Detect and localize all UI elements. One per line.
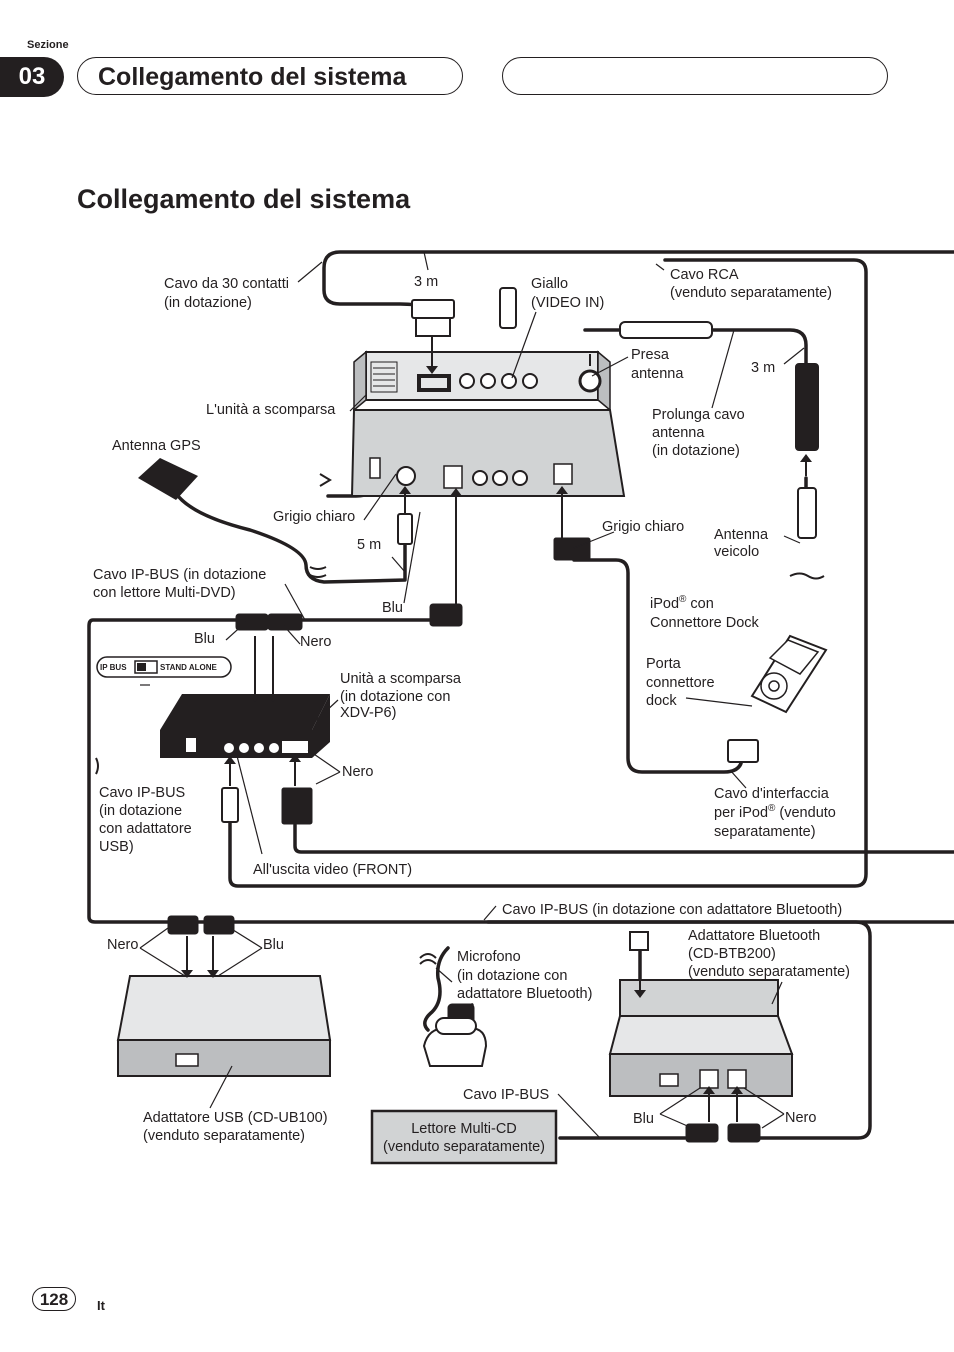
label-nero-xdv: Nero xyxy=(342,764,373,780)
page-number: 128 xyxy=(32,1287,76,1311)
label-blu-usb: Blu xyxy=(263,937,284,953)
label-porta-1: Porta xyxy=(646,656,682,672)
hideaway-unit xyxy=(350,350,626,497)
microphone xyxy=(422,1017,488,1067)
label-ipbus-usb-1: Cavo IP-BUS xyxy=(99,785,185,801)
label-ipod-1: iPod® con xyxy=(650,594,714,612)
gps-antenna xyxy=(138,458,198,500)
label-nero-usb: Nero xyxy=(107,937,138,953)
label-ipbus-dvd-1: Cavo IP-BUS (in dotazione xyxy=(93,567,266,583)
leader-lines xyxy=(139,251,805,1139)
section-label: Sezione xyxy=(27,39,69,51)
label-lettore-cd-1: Lettore Multi-CD xyxy=(411,1121,517,1137)
label-cavo-rca-1: Cavo RCA xyxy=(670,267,739,283)
label-presa-1: Presa xyxy=(631,347,670,363)
label-nero-bt: Nero xyxy=(785,1110,816,1126)
label-usb-2: (venduto separatamente) xyxy=(143,1128,305,1144)
label-uscita-video: All'uscita video (FRONT) xyxy=(253,862,412,878)
usb-adapter xyxy=(116,975,332,1077)
ipbus-switch: IP BUS STAND ALONE xyxy=(96,656,232,686)
switch-standalone-label: STAND ALONE xyxy=(160,663,218,672)
cable-lines xyxy=(87,250,954,1140)
ipod xyxy=(750,634,828,714)
section-number-badge: 03 xyxy=(0,57,64,97)
label-usb-1: Adattatore USB (CD-UB100) xyxy=(143,1110,328,1126)
label-nero-mid: Nero xyxy=(300,634,331,650)
label-blu-top: Blu xyxy=(382,600,403,616)
label-3m-right: 3 m xyxy=(751,360,775,376)
label-ipod-2: Connettore Dock xyxy=(650,615,760,631)
label-microfono-1: Microfono xyxy=(457,949,521,965)
label-ipbus-usb-2: (in dotazione xyxy=(99,803,182,819)
label-3m-top: 3 m xyxy=(414,274,438,290)
label-cavo-ipbus: Cavo IP-BUS xyxy=(463,1087,549,1103)
label-interfaccia-3: separatamente) xyxy=(714,824,816,840)
label-interfaccia-2: per iPod® (venduto xyxy=(714,803,836,821)
label-prolunga-2: antenna xyxy=(652,425,705,441)
label-presa-2: antenna xyxy=(631,366,684,382)
label-ipbus-bt: Cavo IP-BUS (in dotazione con adattatore… xyxy=(502,902,842,918)
label-cavo30-1: Cavo da 30 contatti xyxy=(164,276,289,292)
label-cavo-rca-2: (venduto separatamente) xyxy=(670,285,832,301)
multi-cd-box xyxy=(370,1109,558,1165)
label-ipbus-usb-3: con adattatore xyxy=(99,821,192,837)
label-cavo30-2: (in dotazione) xyxy=(164,295,252,311)
label-giallo-1: Giallo xyxy=(531,276,568,292)
page-title: Collegamento del sistema xyxy=(77,184,411,214)
label-grigio-right: Grigio chiaro xyxy=(602,519,684,535)
xdv-hideaway-unit xyxy=(160,694,330,758)
label-antenna-gps: Antenna GPS xyxy=(112,438,201,454)
language-code: It xyxy=(97,1298,105,1313)
label-xdv-1: Unità a scomparsa xyxy=(340,671,462,687)
switch-ipbus-label: IP BUS xyxy=(100,663,127,672)
label-prolunga-1: Prolunga cavo xyxy=(652,407,745,423)
label-prolunga-3: (in dotazione) xyxy=(652,443,740,459)
label-giallo-2: (VIDEO IN) xyxy=(531,295,604,311)
connectors xyxy=(167,287,819,1143)
section-title: Collegamento del sistema xyxy=(77,57,463,95)
label-ipbus-dvd-2: con lettore Multi-DVD) xyxy=(93,585,236,601)
label-xdv-2: (in dotazione con xyxy=(340,689,450,705)
header-empty-pill xyxy=(502,57,888,95)
label-grigio-left: Grigio chiaro xyxy=(273,509,355,525)
label-microfono-2: (in dotazione con xyxy=(457,968,567,984)
label-antenna-veicolo-1: Antenna xyxy=(714,527,769,543)
diagram-labels: Cavo da 30 contatti (in dotazione) 3 m G… xyxy=(93,267,850,1155)
arrows xyxy=(181,336,812,1122)
label-blu-mid: Blu xyxy=(194,631,215,647)
label-porta-3: dock xyxy=(646,693,677,709)
label-interfaccia-1: Cavo d'interfaccia xyxy=(714,786,830,802)
label-ipbus-usb-4: USB) xyxy=(99,839,134,855)
label-xdv-3: XDV-P6) xyxy=(340,705,396,721)
label-5m: 5 m xyxy=(357,537,381,553)
bluetooth-adapter xyxy=(608,979,794,1097)
label-antenna-veicolo-2: veicolo xyxy=(714,544,759,560)
label-bt-3: (venduto separatamente) xyxy=(688,964,850,980)
label-bt-2: (CD-BTB200) xyxy=(688,946,776,962)
label-lettore-cd-2: (venduto separatamente) xyxy=(383,1139,545,1155)
label-blu-bt: Blu xyxy=(633,1111,654,1127)
label-bt-1: Adattatore Bluetooth xyxy=(688,928,820,944)
label-microfono-3: adattatore Bluetooth) xyxy=(457,986,592,1002)
label-porta-2: connettore xyxy=(646,675,715,691)
label-unita-scomparsa: L'unità a scomparsa xyxy=(206,402,336,418)
